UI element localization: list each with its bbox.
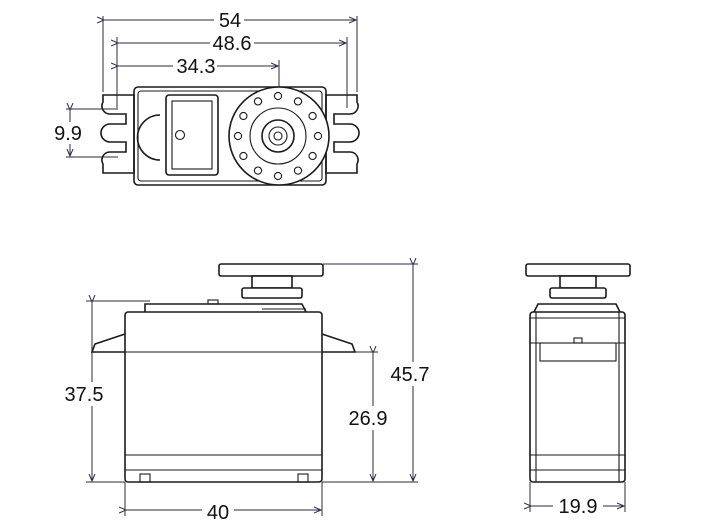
- side-flange-block: [539, 342, 617, 362]
- servo-body-front: [124, 311, 323, 483]
- servo-body-side: [529, 311, 626, 483]
- side-horn-arm: [525, 263, 631, 277]
- label-body-depth: 19.9: [559, 496, 598, 518]
- horn-hole: [273, 91, 283, 101]
- horn-holes: [233, 91, 323, 181]
- horn-hole: [239, 111, 248, 121]
- horn-hole: [253, 97, 263, 106]
- horn-hole: [239, 151, 248, 161]
- label-mount-hole-pitch: 9.9: [54, 123, 82, 145]
- side-nub: [573, 337, 583, 344]
- mounting-flange-right: [325, 94, 360, 174]
- cap-nub: [207, 299, 219, 305]
- horn-hole: [308, 151, 317, 161]
- screw-hole: [174, 129, 186, 141]
- label-body-width: 40: [207, 502, 229, 524]
- horn-hole: [253, 166, 263, 175]
- label-overall-width: 54: [219, 10, 241, 32]
- gearbox-cap: [144, 303, 307, 313]
- dimension-overall-width: 54: [103, 8, 358, 92]
- dimension-total-height: 45.7: [322, 264, 434, 483]
- side-shaft-collar: [549, 287, 607, 299]
- dimension-mount-hole-pitch: 9.9: [52, 109, 118, 158]
- horn-hub: [251, 275, 293, 289]
- label-total-height: 45.7: [391, 364, 430, 386]
- side-horn-hub: [559, 275, 597, 289]
- dimension-hole-spacing: 48.6: [117, 32, 348, 108]
- horn-hole: [293, 97, 303, 106]
- side-cap: [533, 303, 621, 313]
- label-plate-inner: [171, 100, 213, 170]
- foot-right: [297, 473, 309, 483]
- horn-hole: [293, 166, 303, 175]
- label-plate: [165, 94, 219, 176]
- label-hole-spacing: 48.6: [213, 33, 252, 55]
- horn-hole: [233, 131, 243, 141]
- dimension-body-width: 40: [125, 482, 323, 524]
- label-mount-height: 37.5: [65, 384, 104, 406]
- flange-right: [321, 333, 357, 353]
- label-shaft-offset: 34.3: [177, 56, 216, 78]
- flange-left: [90, 333, 126, 353]
- dimension-flange-height: 26.9: [322, 352, 393, 483]
- label-flange-height: 26.9: [349, 408, 388, 430]
- mounting-flange: [100, 94, 135, 174]
- front-view: 37.5 26.9 45.7 40: [62, 264, 434, 524]
- output-shaft-collar: [241, 287, 303, 299]
- horn-hole: [273, 171, 283, 181]
- top-view: 54 48.6 34.3 9.9: [52, 8, 360, 186]
- dimension-body-depth: 19.9: [530, 482, 626, 518]
- side-view: 19.9: [525, 263, 631, 518]
- dimension-mount-height: 37.5: [62, 301, 150, 483]
- gear-housing-bulge: [136, 114, 161, 161]
- horn-arm: [218, 263, 324, 277]
- foot-left: [139, 473, 151, 483]
- horn-hole: [313, 131, 323, 141]
- servo-horn-disc: [228, 86, 330, 186]
- horn-hole: [308, 111, 317, 121]
